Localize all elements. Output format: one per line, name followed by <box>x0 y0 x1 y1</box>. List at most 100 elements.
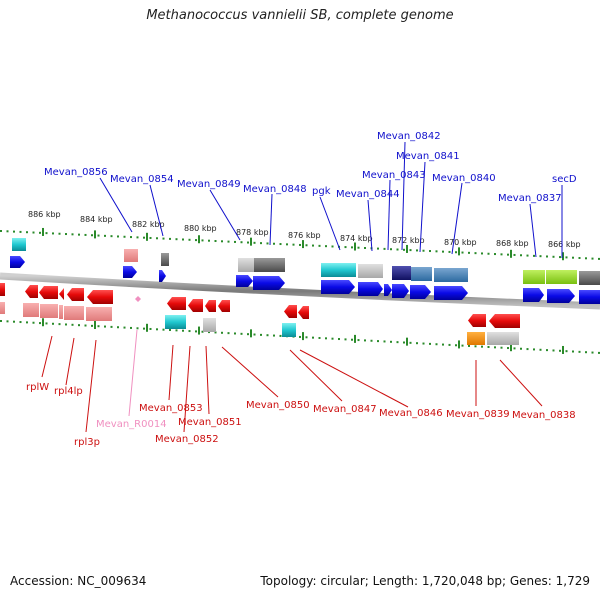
cog-block <box>203 318 216 332</box>
scale-dot <box>435 250 438 253</box>
scale-dot <box>26 231 28 234</box>
scale-dot <box>546 349 548 352</box>
gene-label-rplw: rplW <box>26 382 49 393</box>
scale-dot <box>169 329 171 332</box>
gene-label-mevan-0856: Mevan_0856 <box>44 167 108 178</box>
scale-dot <box>383 247 386 250</box>
scale-dot <box>149 327 152 330</box>
scale-dot <box>598 351 600 354</box>
scale-dot <box>130 326 132 329</box>
gene-label-mevan-0847: Mevan_0847 <box>313 404 377 415</box>
gene-label-mevan-0837: Mevan_0837 <box>498 193 562 204</box>
scale-tick <box>406 337 408 346</box>
gene-label-mevan-0838: Mevan_0838 <box>512 410 576 421</box>
cog-block <box>546 270 577 284</box>
scale-dot <box>149 236 152 239</box>
scale-dot <box>552 255 555 258</box>
cog-block <box>40 304 58 318</box>
gene-label-mevan-0848: Mevan_0848 <box>243 184 307 195</box>
scale-dot <box>104 234 106 237</box>
scale-tick <box>250 329 252 338</box>
scale-label: 878 kbp <box>236 228 269 237</box>
cog-block <box>411 267 432 281</box>
forward-gene <box>523 288 544 302</box>
reverse-cog-track <box>0 302 519 345</box>
scale-dot <box>84 233 87 236</box>
gene-label-pgk: pgk <box>312 186 331 197</box>
forward-gene <box>434 286 468 300</box>
forward-cog-track <box>12 238 600 285</box>
scale-dot <box>455 251 457 254</box>
scale-dot <box>299 335 301 338</box>
scale-dot <box>305 244 308 247</box>
scale-dot <box>6 320 9 323</box>
scale-dot <box>91 234 93 237</box>
scale-tick <box>354 242 356 251</box>
forward-gene <box>10 256 25 268</box>
scale-dot <box>396 248 399 251</box>
scale-dot <box>429 250 431 253</box>
rna-gene <box>135 296 141 302</box>
scale-dot <box>299 243 301 246</box>
gene-label-mevan-0850: Mevan_0850 <box>246 400 310 411</box>
scale-tick <box>42 318 44 327</box>
scale-dot <box>123 326 126 329</box>
topology-text: Topology: circular; Length: 1,720,048 bp… <box>260 574 590 588</box>
cog-block <box>487 332 519 345</box>
forward-gene <box>236 275 253 287</box>
scale-dot <box>6 230 9 233</box>
scale-dot <box>91 324 93 327</box>
scale-dot <box>117 326 119 329</box>
scale-label: 874 kbp <box>340 234 373 243</box>
reverse-gene <box>468 314 486 327</box>
scale-dot <box>221 240 223 243</box>
outer-scale-track <box>0 227 600 261</box>
map-title: Methanococcus vannielii SB, complete gen… <box>146 8 454 23</box>
scale-dot <box>97 234 100 237</box>
scale-dot <box>123 235 126 238</box>
scale-dot <box>325 245 327 248</box>
reverse-gene <box>284 305 297 318</box>
cog-block <box>523 270 545 284</box>
scale-tick <box>458 247 460 256</box>
gene-label-mevan-0841: Mevan_0841 <box>396 151 460 162</box>
scale-dot <box>591 257 594 260</box>
scale-dot <box>240 332 243 335</box>
scale-dot <box>279 334 282 337</box>
scale-dot <box>286 243 288 246</box>
scale-dot <box>39 231 41 234</box>
reverse-gene <box>205 300 216 312</box>
scale-dot <box>331 245 334 248</box>
scale-dot <box>494 253 496 256</box>
scale-dot <box>84 324 87 327</box>
scale-dot <box>318 244 321 247</box>
scale-label: 886 kbp <box>28 210 61 219</box>
scale-dot <box>429 342 431 345</box>
scale-dot <box>234 332 236 335</box>
cog-block <box>358 264 383 278</box>
forward-gene <box>321 280 355 294</box>
scale-dot <box>208 331 210 334</box>
scale-dot <box>58 323 61 326</box>
scale-dot <box>585 351 587 354</box>
rna-gene-leader <box>128 329 138 417</box>
scale-dot <box>500 346 503 349</box>
scale-dot <box>0 320 2 322</box>
scale-dot <box>513 253 516 256</box>
scale-label: 870 kbp <box>444 238 477 247</box>
scale-dot <box>19 230 22 233</box>
scale-dot <box>39 322 41 325</box>
gene-label-mevan-0846: Mevan_0846 <box>379 408 443 419</box>
scale-dot <box>572 350 574 353</box>
scale-dot <box>591 351 594 354</box>
scale-dot <box>513 347 516 350</box>
scale-dot <box>78 233 80 236</box>
scale-dot <box>214 240 217 243</box>
scale-tick <box>42 227 44 236</box>
forward-gene-leaders <box>99 141 563 258</box>
scale-dot <box>344 246 347 249</box>
scale-dot <box>175 329 178 332</box>
scale-dot <box>539 255 542 258</box>
scale-dot <box>136 236 139 239</box>
scale-tick <box>510 343 512 352</box>
